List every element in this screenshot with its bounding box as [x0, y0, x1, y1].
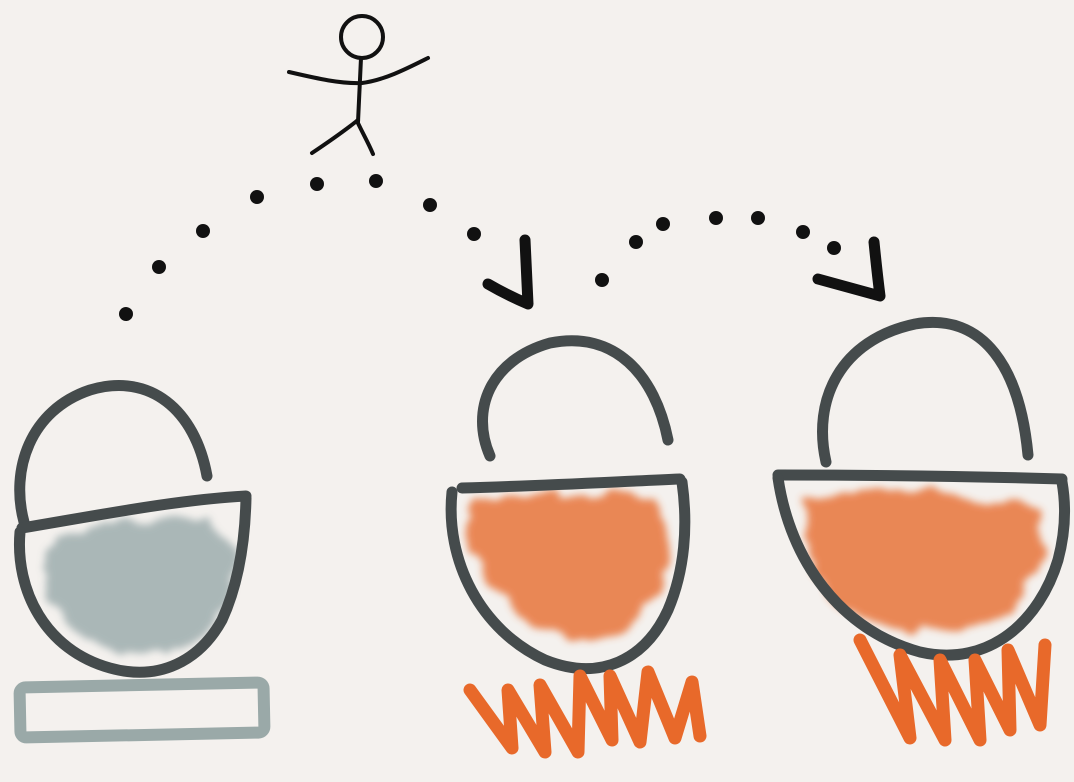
- hot-pot-2-handle: [823, 322, 1028, 462]
- path-dot: [119, 307, 133, 321]
- cold-pot-contents: [45, 519, 234, 653]
- arrowhead-2: [818, 242, 880, 296]
- path-dot: [656, 217, 670, 231]
- path-dot: [751, 211, 765, 225]
- stick-figure-icon: [289, 16, 428, 154]
- jump-path-2: [595, 211, 841, 287]
- hot-pot-1-contents: [470, 492, 666, 642]
- arrowhead-1: [488, 240, 528, 304]
- hot-pot-2: [778, 322, 1065, 740]
- path-dot: [827, 241, 841, 255]
- path-dot: [369, 174, 383, 188]
- hot-pot-2-rim: [778, 475, 1062, 479]
- stick-figure-left-leg: [312, 120, 358, 153]
- hot-pot-1-flame: [470, 672, 700, 752]
- hot-pot-1-rim: [462, 479, 680, 488]
- path-dot: [595, 273, 609, 287]
- hot-pot-1-handle: [483, 341, 669, 456]
- cold-pot: [19, 386, 264, 738]
- path-dot: [423, 198, 437, 212]
- stick-figure-right-leg: [357, 121, 373, 154]
- jump-path-1: [119, 174, 481, 321]
- cold-plate: [20, 682, 265, 737]
- hot-pot-1: [451, 341, 700, 752]
- path-dot: [250, 190, 264, 204]
- stick-figure-head: [341, 16, 383, 58]
- path-dot: [796, 225, 810, 239]
- path-dot: [152, 260, 166, 274]
- path-dot: [629, 235, 643, 249]
- path-dot: [310, 177, 324, 191]
- path-dot: [709, 211, 723, 225]
- path-dot: [196, 224, 210, 238]
- stick-figure-body: [358, 58, 361, 122]
- path-dot: [467, 227, 481, 241]
